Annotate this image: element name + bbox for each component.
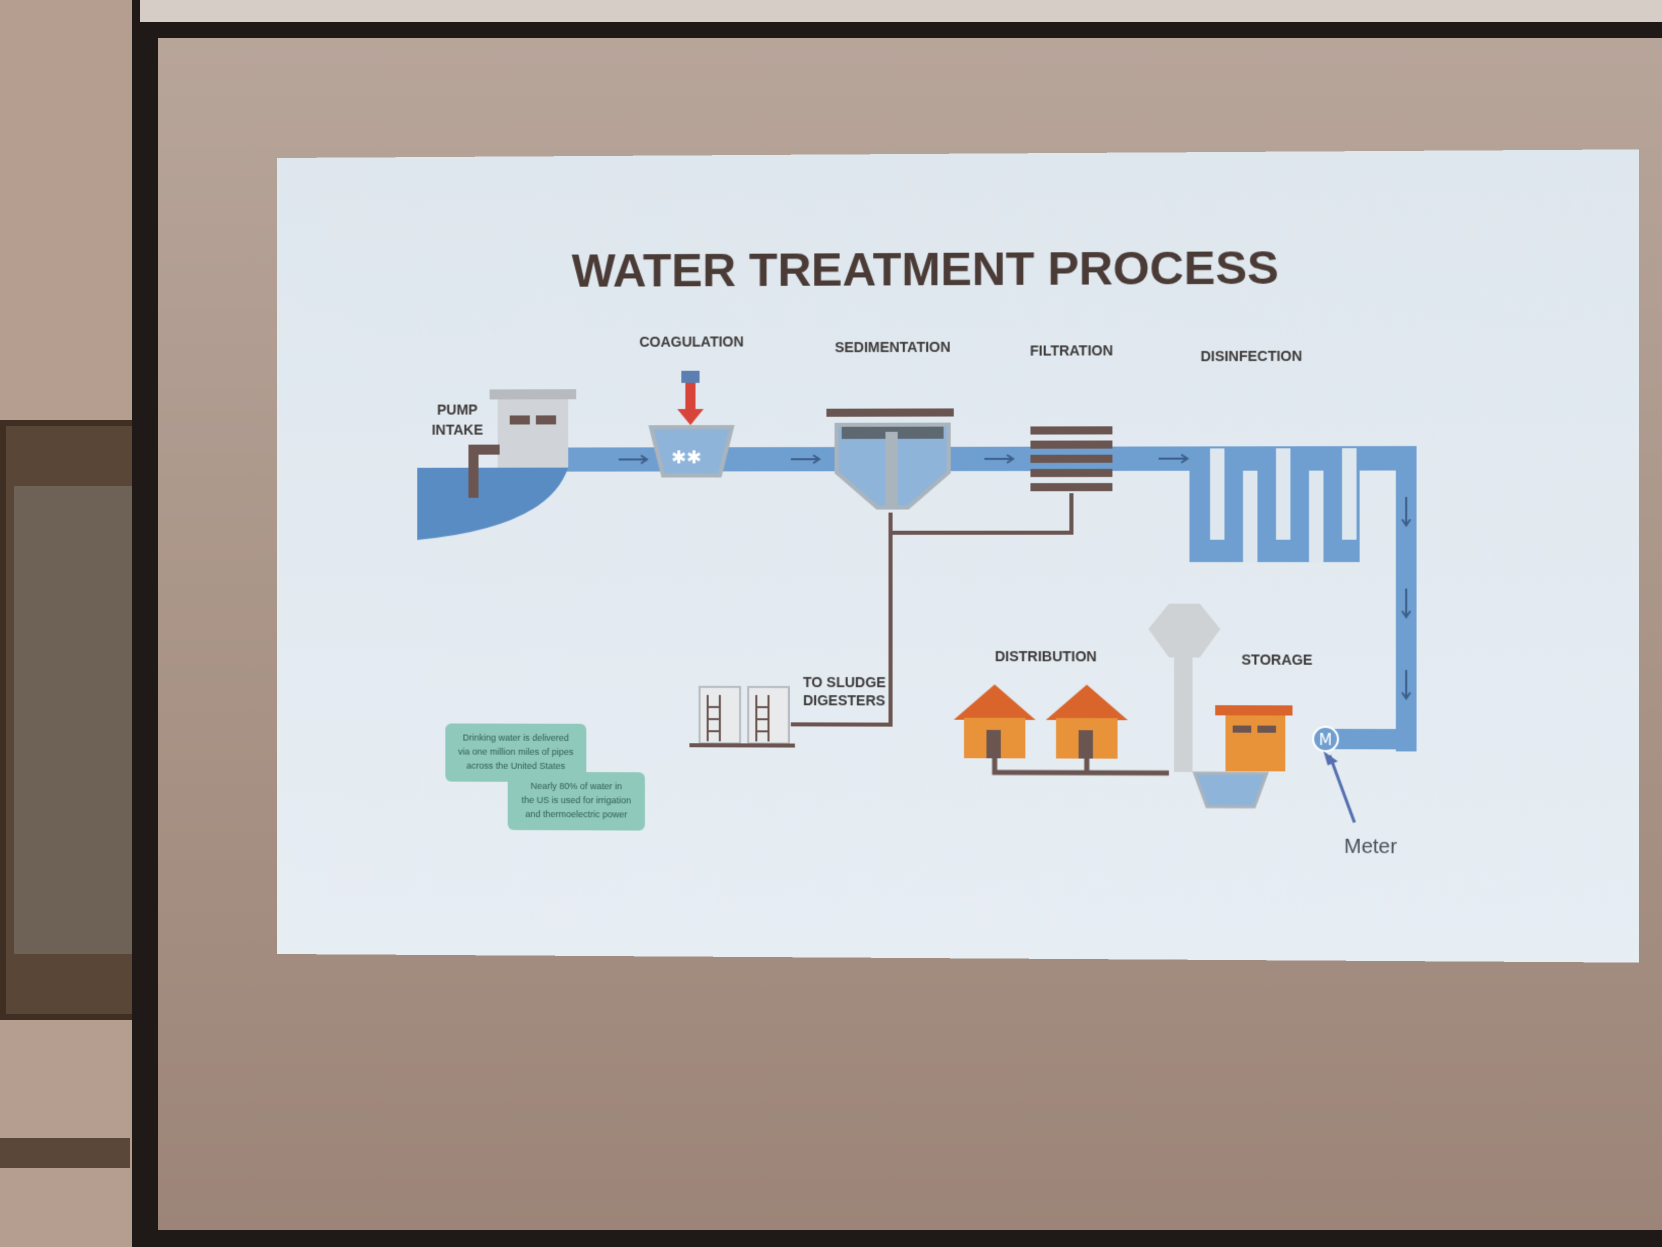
picture-frame-bottom (0, 1138, 130, 1168)
label-intake: INTAKE (432, 422, 483, 438)
slide-title: WATER TREATMENT PROCESS (572, 241, 1279, 297)
filtration-unit (1030, 426, 1113, 492)
label-storage: STORAGE (1242, 651, 1313, 667)
pump-window (509, 415, 530, 425)
projected-slide: WATER TREATMENT PROCESS PUMP INTAKE ✱✱ (277, 149, 1640, 963)
label-to-sludge: TO SLUDGE (803, 674, 886, 690)
note-2-line-2: the US is used for irrigation (522, 795, 631, 805)
sedimentation-center (885, 431, 898, 508)
pump-window (535, 415, 557, 425)
screen-top-bar (140, 0, 1662, 22)
meter-symbol: M (1319, 731, 1332, 749)
coagulant-stem (685, 381, 696, 413)
label-filtration: FILTRATION (1030, 342, 1113, 358)
picture-frame (0, 420, 138, 1020)
coagulant-container (681, 370, 700, 383)
pump-house (497, 397, 569, 468)
coagulation-tank (651, 427, 732, 475)
pump-house-roof (489, 389, 577, 400)
distribution-houses (953, 684, 1169, 773)
label-digesters: DIGESTERS (803, 692, 885, 708)
info-note-2: Nearly 80% of water in the US is used fo… (507, 771, 645, 831)
label-pump: PUMP (437, 402, 478, 418)
storage-inlet-pipe (1333, 728, 1417, 750)
coagulant-arrow (677, 409, 704, 426)
meter-pointer-head (1323, 751, 1338, 766)
label-coagulation: COAGULATION (639, 333, 743, 349)
label-meter: Meter (1344, 836, 1397, 859)
sedimentation-cover (826, 408, 954, 417)
sedimentation-bar (841, 426, 944, 439)
info-note-1: Drinking water is delivered via one mill… (445, 723, 587, 783)
picture-frame-inner (14, 486, 132, 954)
label-sedimentation: SEDIMENTATION (835, 339, 951, 356)
label-disinfection: DISINFECTION (1200, 348, 1302, 365)
water-tower (1148, 603, 1221, 773)
storage-building (1195, 705, 1293, 807)
river-water (417, 467, 569, 540)
note-2-line-1: Nearly 80% of water in (531, 781, 622, 791)
disinfection-tank (1189, 448, 1360, 563)
note-2-line-3: and thermoelectric power (525, 809, 627, 819)
note-1-line-3: across the United States (466, 761, 565, 771)
meter-pointer (1330, 755, 1355, 822)
sludge-digesters (689, 687, 795, 748)
label-distribution: DISTRIBUTION (995, 648, 1097, 664)
note-1-line-1: Drinking water is delivered (463, 733, 569, 743)
sedimentation-tank (837, 425, 949, 508)
coagulant-particles: ✱✱ (671, 447, 702, 468)
note-1-line-2: via one million miles of pipes (458, 747, 574, 757)
water-treatment-diagram: WATER TREATMENT PROCESS PUMP INTAKE ✱✱ (417, 241, 1417, 859)
